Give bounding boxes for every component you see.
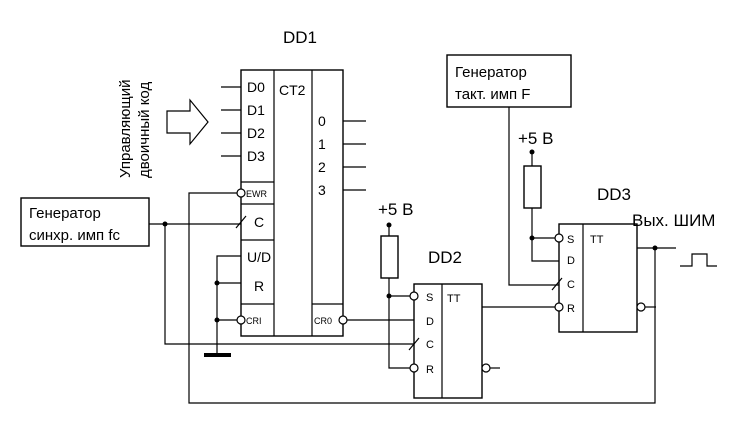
wire-feedback-to-ewr [188, 192, 656, 404]
dd3-pin-c: C [567, 279, 575, 291]
supply2-label: +5 В [518, 129, 553, 148]
node-cri-ground [214, 317, 220, 323]
dd1-name: DD1 [283, 28, 317, 47]
output-label: Вых. ШИМ [632, 211, 715, 230]
wire-supply2-to-dd3-d [531, 238, 559, 262]
dd2-r-bubble [409, 363, 419, 373]
dd1-c-edge-mark [235, 215, 247, 229]
gen-clock-line1: Генератор [455, 64, 527, 81]
dd2-qbar-bubble [481, 363, 491, 373]
dd3-pin-s: S [567, 234, 574, 246]
dd3-pin-r: R [567, 303, 575, 315]
dd3-pin-d: D [567, 255, 575, 267]
dd1-pin-ud: U/D [247, 249, 271, 265]
dd2-pin-d: D [426, 316, 434, 328]
node-r-ground [214, 280, 220, 286]
wire-sync-to-dd2-c [164, 224, 414, 345]
pwm-waveform-icon [680, 253, 717, 267]
dd2-type: TT [447, 293, 461, 305]
dd1-pin-q2: 2 [318, 159, 326, 175]
gen-sync-box [20, 197, 150, 247]
supply1-node [386, 222, 392, 228]
dd3-r-bubble [554, 302, 564, 312]
dd3-c-edge-mark [551, 277, 563, 291]
dd2-pin-c: C [426, 339, 434, 351]
dd3-s-bubble [554, 233, 564, 243]
control-code-label-line1: Управляющий [117, 79, 134, 178]
dd1-pin-d0: D0 [247, 79, 265, 95]
dd1-type: CT2 [279, 82, 306, 98]
dd1-pin-d2: D2 [247, 125, 265, 141]
gen-sync-line2: синхр. имп fc [29, 227, 120, 244]
dd2-s-bubble [409, 291, 419, 301]
dd1-pin-q0: 0 [318, 113, 326, 129]
dd2-name: DD2 [428, 248, 462, 267]
control-code-label-line2: двоичный код [136, 82, 153, 178]
resistor1 [380, 235, 399, 279]
dd3-qbar-bubble [636, 302, 646, 312]
dd2-pin-r: R [426, 364, 434, 376]
gen-sync-line1: Генератор [29, 205, 101, 222]
dd1-pin-d1: D1 [247, 102, 265, 118]
resistor2 [523, 165, 542, 209]
dd3-body [558, 223, 638, 333]
wire-supply1-to-dd2-r [388, 296, 410, 369]
dd1-pin-c: C [254, 214, 264, 230]
dd3-name: DD3 [597, 185, 631, 204]
gen-clock-line2: такт. имп F [455, 86, 530, 103]
dd1-cri-bubble [236, 315, 246, 325]
dd2-pin-s: S [426, 292, 433, 304]
dd1-pin-ewr: EWR [246, 189, 267, 199]
supply1-label: +5 В [378, 200, 413, 219]
dd1-cro-bubble [338, 315, 348, 325]
dd1-pin-cri: CRI [246, 316, 262, 326]
dd1-pin-d3: D3 [247, 148, 265, 164]
dd1-pin-q1: 1 [318, 136, 326, 152]
dd1-body [240, 69, 344, 337]
input-arrow-icon [166, 98, 209, 146]
dd1-pin-cro: CR0 [314, 316, 332, 326]
dd2-body [413, 283, 483, 399]
wire-clock-to-dd3-c [508, 107, 559, 286]
supply2-node [529, 149, 535, 155]
dd3-type: TT [590, 234, 604, 246]
dd1-pin-r: R [254, 278, 264, 294]
dd1-pin-q3: 3 [318, 182, 326, 198]
wire-ud-to-ground [216, 255, 241, 354]
dd1-ewr-bubble [236, 188, 246, 198]
